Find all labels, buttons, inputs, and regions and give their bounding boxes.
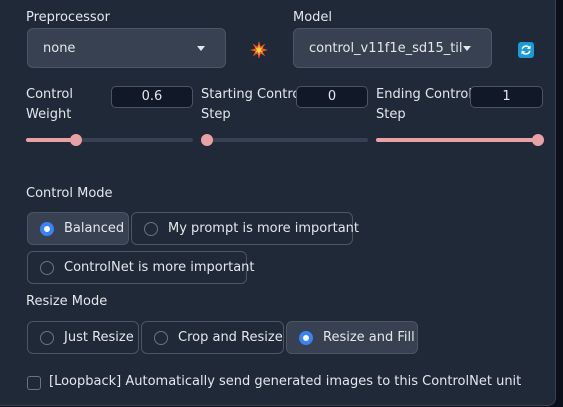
chevron-down-icon	[463, 45, 471, 51]
option-label: Balanced	[64, 221, 125, 236]
slider-fill	[26, 138, 77, 142]
resize-mode-option-resize-and-fill[interactable]: Resize and Fill	[286, 321, 418, 354]
radio-button[interactable]	[40, 260, 54, 275]
resize-mode-option-crop-and-resize[interactable]: Crop and Resize	[141, 321, 284, 354]
starting-step-label-line1: Starting Control	[201, 87, 304, 102]
radio-button[interactable]	[154, 330, 168, 345]
slider-fill	[376, 138, 538, 142]
preprocessor-dropdown[interactable]: none	[27, 28, 226, 68]
radio-button[interactable]	[299, 330, 313, 345]
control-weight-label-line1: Control	[26, 87, 73, 102]
model-value: control_v11f1e_sd15_til	[309, 40, 463, 56]
starting-step-slider[interactable]	[201, 134, 368, 146]
option-label: Resize and Fill	[323, 330, 415, 345]
model-dropdown[interactable]: control_v11f1e_sd15_til	[293, 28, 492, 68]
starting-step-label-line2: Step	[201, 107, 231, 122]
loopback-label: [Loopback] Automatically send generated …	[49, 374, 522, 389]
ending-step-slider[interactable]	[376, 134, 544, 146]
option-label: ControlNet is more important	[64, 260, 255, 275]
slider-thumb[interactable]	[70, 134, 83, 146]
option-label: My prompt is more important	[168, 221, 360, 236]
control-mode-option-my-prompt[interactable]: My prompt is more important	[131, 212, 359, 245]
ending-step-label-line2: Step	[376, 107, 406, 122]
resize-mode-option-just-resize[interactable]: Just Resize	[27, 321, 139, 354]
resize-mode-label: Resize Mode	[26, 294, 108, 309]
explosion-icon[interactable]	[250, 41, 268, 59]
radio-button[interactable]	[144, 221, 158, 236]
refresh-icon[interactable]	[518, 42, 534, 58]
slider-thumb[interactable]	[201, 134, 213, 146]
option-label: Crop and Resize	[178, 330, 283, 345]
control-weight-slider[interactable]	[26, 134, 193, 146]
ending-step-label-line1: Ending Control	[376, 87, 472, 102]
loopback-checkbox[interactable]	[27, 376, 41, 390]
slider-thumb[interactable]	[532, 134, 544, 146]
chevron-down-icon	[197, 45, 205, 51]
control-mode-label: Control Mode	[26, 186, 113, 201]
control-weight-label-line2: Weight	[26, 107, 72, 122]
radio-button[interactable]	[40, 330, 54, 345]
starting-step-input[interactable]: 0	[296, 86, 368, 108]
radio-button[interactable]	[40, 221, 54, 236]
ending-step-input[interactable]: 1	[470, 86, 543, 108]
control-mode-option-controlnet[interactable]: ControlNet is more important	[27, 251, 255, 284]
control-mode-option-balanced[interactable]: Balanced	[27, 212, 129, 245]
preprocessor-value: none	[43, 40, 76, 56]
model-label: Model	[293, 10, 333, 25]
option-label: Just Resize	[64, 330, 134, 345]
control-weight-input[interactable]: 0.6	[111, 86, 193, 108]
preprocessor-label: Preprocessor	[26, 10, 110, 25]
